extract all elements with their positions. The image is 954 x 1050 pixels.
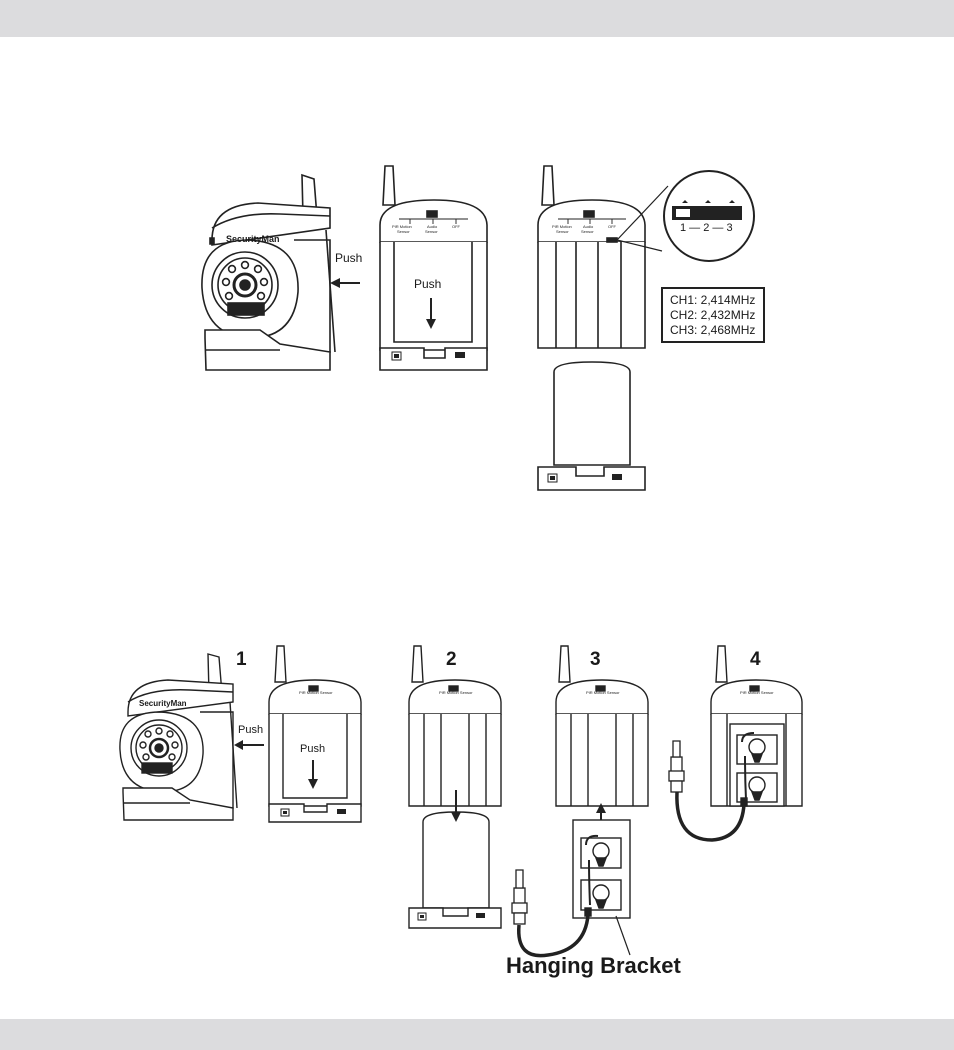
step-number-3: 3 [590, 649, 601, 670]
svg-text:Audio: Audio [427, 224, 438, 229]
channel-frequency-table: CH1: 2,414MHz CH2: 2,432MHz CH3: 2,468MH… [661, 287, 765, 343]
camera-side-view-bottom [119, 653, 238, 821]
step-number-1: 1 [236, 649, 247, 670]
svg-text:PIR Motion: PIR Motion [552, 224, 572, 229]
camera-side-view-top [201, 173, 336, 371]
frequency-ch1: CH1: 2,414MHz [670, 293, 756, 307]
transmitter-step-1 [268, 645, 362, 823]
svg-text:PIR Motion Sensor: PIR Motion Sensor [586, 690, 620, 695]
power-cable-step-3 [511, 869, 590, 958]
svg-text:PIR Motion Sensor: PIR Motion Sensor [299, 690, 333, 695]
svg-text:OFF: OFF [608, 224, 617, 229]
svg-text:PIR Motion: PIR Motion [392, 224, 412, 229]
step-number-2: 2 [446, 649, 457, 670]
power-cable-step-4 [668, 740, 746, 842]
footer-band [0, 1019, 954, 1050]
svg-text:Sensor: Sensor [397, 229, 410, 234]
transmitter-step-3 [555, 645, 649, 807]
brand-logo-bottom: SecurityMan [139, 699, 187, 708]
svg-text:PIR Motion Sensor: PIR Motion Sensor [439, 690, 473, 695]
push-label-camera-bottom: Push [238, 724, 263, 736]
transmitter-step-4 [710, 645, 803, 807]
push-label-transmitter: Push [414, 277, 441, 291]
step-number-4: 4 [750, 649, 761, 670]
brand-logo-top: SecurityMan [226, 234, 280, 244]
svg-text:Sensor: Sensor [556, 229, 569, 234]
header-band [0, 0, 954, 37]
push-label-step-1: Push [300, 743, 325, 755]
push-label-camera-top: Push [335, 251, 362, 265]
transmitter-channel-switch [537, 165, 646, 349]
dip-scale-label: 1 — 2 — 3 [680, 222, 733, 234]
hanging-bracket [572, 819, 631, 919]
svg-text:Sensor: Sensor [425, 229, 438, 234]
transmitter-back-push [379, 165, 488, 371]
transmitter-step-2 [408, 645, 502, 929]
frequency-ch3: CH3: 2,468MHz [670, 323, 756, 337]
svg-text:Sensor: Sensor [581, 229, 594, 234]
hanging-bracket-label: Hanging Bracket [506, 953, 681, 978]
svg-text:OFF: OFF [452, 224, 461, 229]
frequency-ch2: CH2: 2,432MHz [670, 308, 756, 322]
svg-text:Audio: Audio [583, 224, 594, 229]
svg-text:PIR Motion Sensor: PIR Motion Sensor [740, 690, 774, 695]
transmitter-base-top [537, 361, 646, 491]
